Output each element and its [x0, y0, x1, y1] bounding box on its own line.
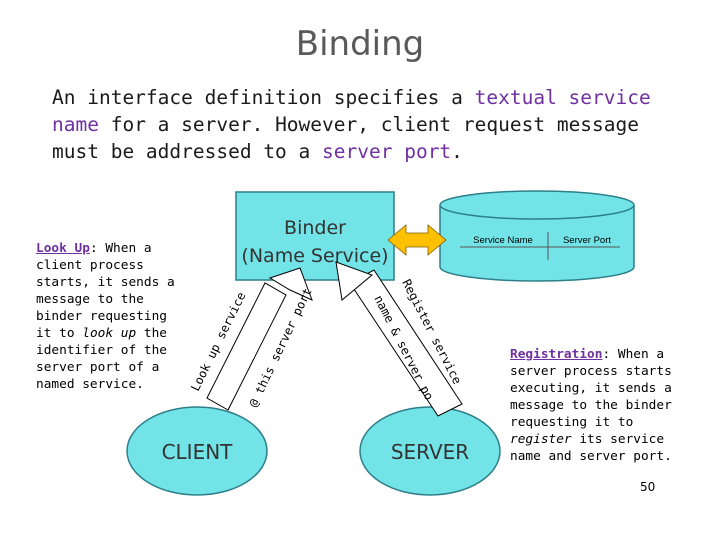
intro-part-1: An interface definition specifies a — [52, 86, 475, 109]
lookup-heading: Look Up — [36, 241, 90, 256]
intro-part-3: . — [451, 140, 463, 163]
registration-heading: Registration — [510, 347, 603, 362]
registration-description: Registration: When a server process star… — [510, 346, 700, 465]
intro-part-2: for a server. However, client request me… — [52, 113, 640, 163]
slide-title: Binding — [295, 24, 425, 64]
intro-highlight-server-port: server port — [322, 140, 452, 163]
client-node — [126, 406, 268, 496]
binder-node — [235, 191, 395, 281]
lookup-description: Look Up: When a client process starts, i… — [36, 240, 186, 393]
server-label: SERVER — [391, 440, 469, 464]
registration-italic: register — [510, 432, 572, 447]
registration-text-1: : When a server process starts executing… — [510, 347, 672, 430]
name-service-database: Service Name Server Port — [439, 190, 635, 282]
registration-text-2: its service name and server port. — [510, 432, 672, 464]
lookup-text-1: : When a client process starts, it sends… — [36, 241, 175, 341]
client-label: CLIENT — [162, 440, 234, 464]
binder-label-line1: Binder — [284, 217, 346, 239]
intro-highlight-service-name: textual service name — [52, 86, 651, 136]
db-column-service-name: Service Name — [473, 235, 533, 246]
binder-label-line2: (Name Service) — [241, 245, 388, 267]
server-binder-arrow — [335, 261, 463, 417]
db-column-server-port: Server Port — [563, 235, 611, 246]
lookup-italic: look up — [82, 326, 137, 341]
page-number: 50 — [640, 480, 656, 494]
lookup-text-2: the identifier of the server port of a n… — [36, 326, 167, 392]
binder-database-arrow — [387, 224, 447, 256]
intro-paragraph: An interface definition specifies a text… — [52, 84, 692, 165]
server-node — [359, 406, 501, 496]
client-binder-arrow — [206, 267, 313, 411]
